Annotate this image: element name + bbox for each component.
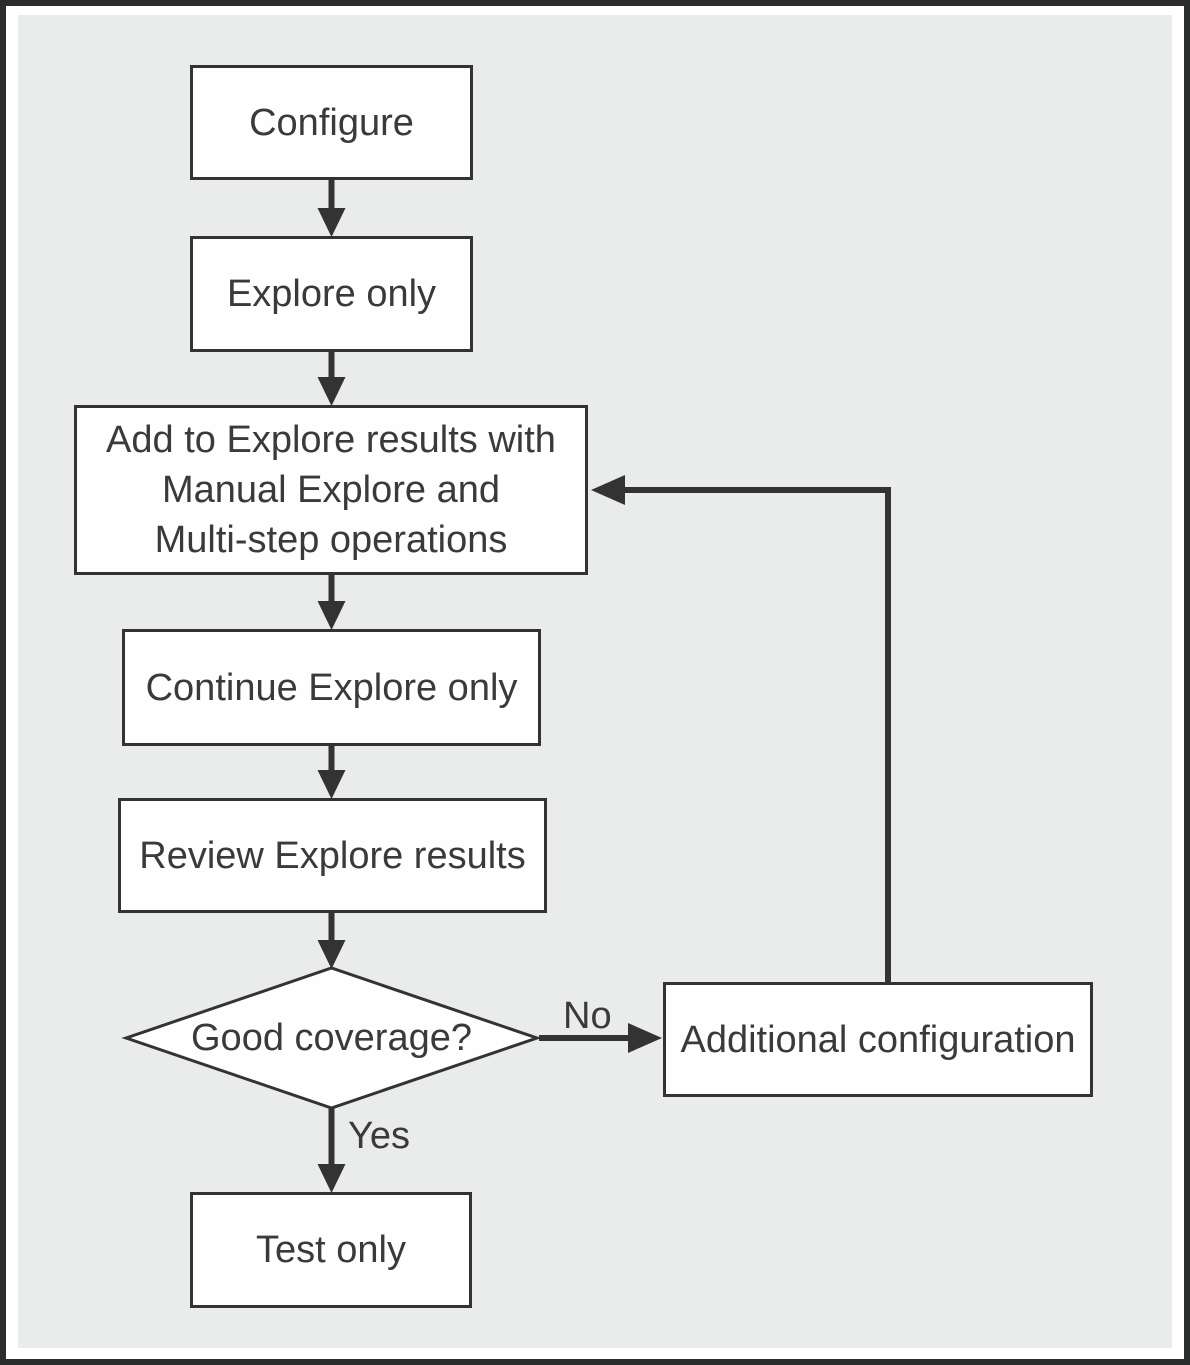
node-good-coverage-label: Good coverage? xyxy=(191,1017,472,1059)
node-review-explore-results: Review Explore results xyxy=(118,798,547,913)
node-explore-only: Explore only xyxy=(190,236,473,352)
node-configure: Configure xyxy=(190,65,473,180)
node-test-only: Test only xyxy=(190,1192,472,1308)
edge-label-yes: Yes xyxy=(348,1115,410,1157)
node-continue-explore-only: Continue Explore only xyxy=(122,629,541,746)
node-additional-configuration: Additional configuration xyxy=(663,982,1093,1097)
edge-label-no: No xyxy=(563,995,612,1037)
node-add-to-explore-results: Add to Explore results with Manual Explo… xyxy=(74,405,588,575)
